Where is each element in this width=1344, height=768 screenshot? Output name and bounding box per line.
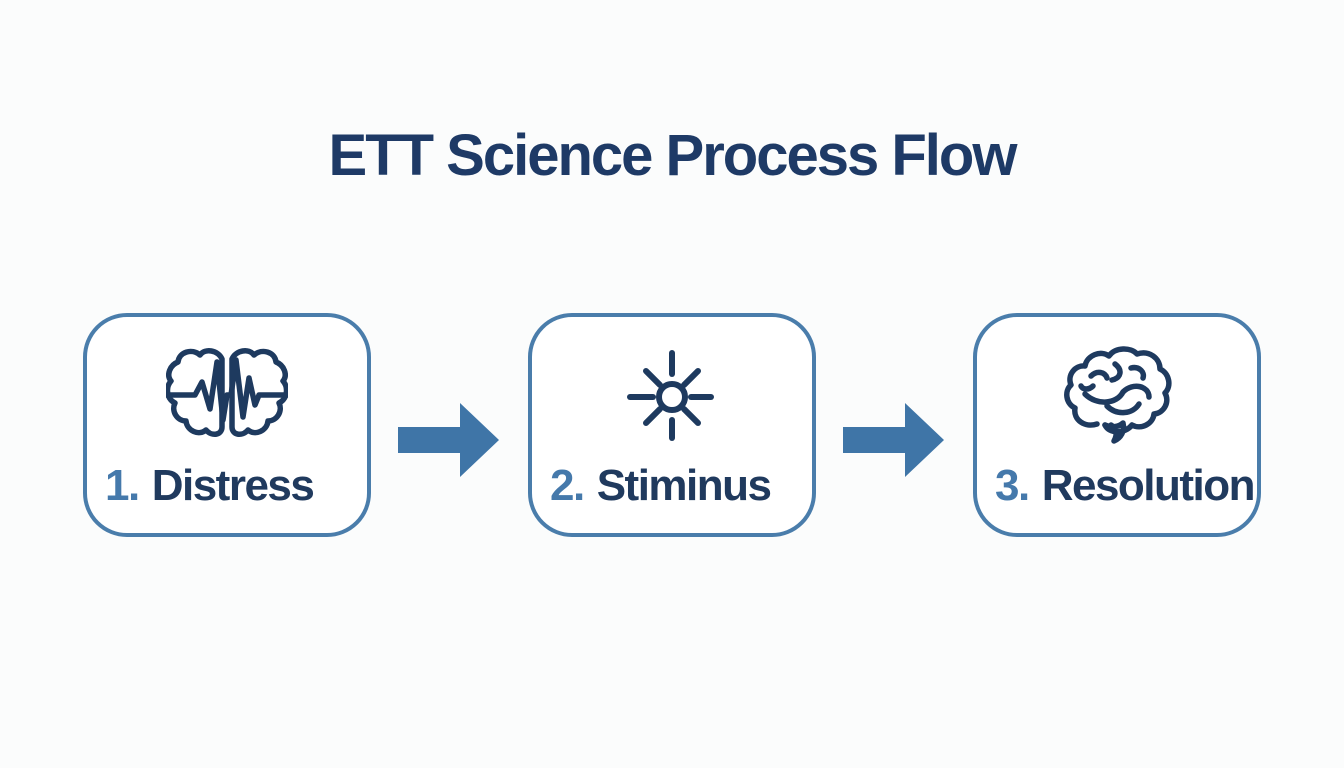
step-label-row: 3. Resolution <box>977 461 1257 511</box>
step-number: 2. <box>550 461 585 510</box>
step-label: Resolution <box>1041 461 1256 510</box>
step-number: 1. <box>105 461 140 510</box>
flow-arrow-1 <box>371 313 528 537</box>
step-box-distress: 1. Distress <box>83 313 371 537</box>
right-arrow-icon <box>843 403 944 477</box>
flow-arrow-2 <box>816 313 973 537</box>
step-label: Stiminus <box>596 461 772 510</box>
step-number: 3. <box>995 461 1030 510</box>
flow-row: 1. Distress <box>83 313 1261 537</box>
step-label-row: 2. Stiminus <box>532 461 812 511</box>
brain-icon <box>977 317 1257 459</box>
right-arrow-icon <box>398 403 499 477</box>
step-label-row: 1. Distress <box>87 461 367 511</box>
step-box-stiminus: 2. Stiminus <box>528 313 816 537</box>
step-box-resolution: 3. Resolution <box>973 313 1261 537</box>
brain-wave-icon <box>87 317 367 459</box>
sun-burst-icon <box>532 317 812 459</box>
page-title: ETT Science Process Flow <box>328 123 1018 188</box>
step-label: Distress <box>151 461 315 510</box>
